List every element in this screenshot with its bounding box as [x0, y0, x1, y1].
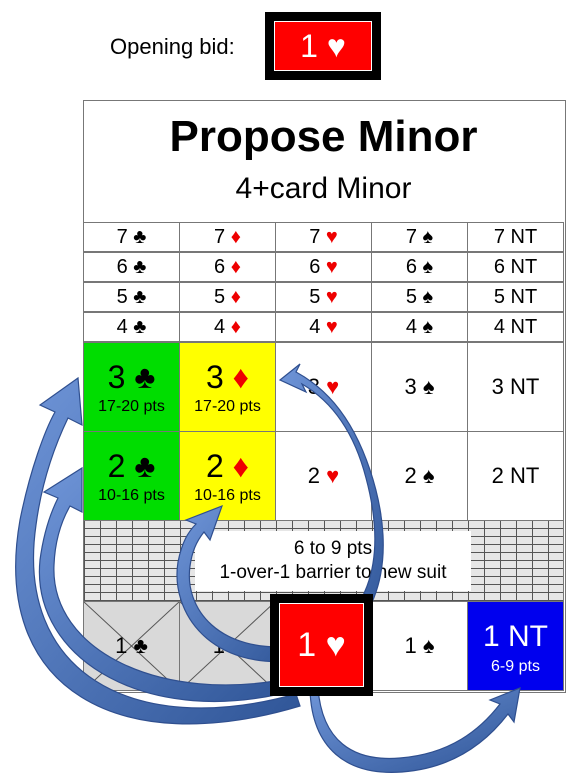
bid-2-hearts-text: 2 ♥	[307, 463, 340, 488]
opening-bid-value: 1 ♥	[274, 21, 372, 71]
bid-6-diamonds: 6 ♦	[179, 252, 276, 282]
bid-2-clubs-label: 2 ♣	[107, 448, 156, 484]
bid-3-spades: 3 ♠	[371, 342, 468, 432]
bid-1-clubs-text: 1 ♣	[115, 633, 148, 658]
bid-7-spades: 7 ♠	[371, 222, 468, 252]
opening-bid-label: Opening bid:	[110, 34, 235, 59]
bid-1-nt: 1 NT 6-9 pts	[467, 601, 564, 691]
bid-5-spades: 5 ♠	[371, 282, 468, 312]
bid-1-hearts: 1 ♥	[270, 594, 373, 696]
bid-6-diamonds-text: 6 ♦	[214, 256, 241, 278]
bid-7-clubs: 7 ♣	[83, 222, 180, 252]
bid-7-diamonds-text: 7 ♦	[214, 226, 241, 248]
bid-3-diamonds: 3 ♦ 17-20 pts	[179, 342, 276, 432]
bid-3-diamonds-pts: 17-20 pts	[194, 398, 261, 415]
bid-1-diamonds: 1 ♦	[179, 601, 276, 691]
bid-6-hearts-text: 6 ♥	[309, 256, 338, 278]
bid-2-spades: 2 ♠	[371, 431, 468, 521]
bid-7-diamonds: 7 ♦	[179, 222, 276, 252]
bid-4-diamonds-text: 4 ♦	[214, 316, 241, 338]
bid-2-nt: 2 NT	[467, 431, 564, 521]
bid-4-clubs: 4 ♣	[83, 312, 180, 342]
bid-3-clubs: 3 ♣ 17-20 pts	[83, 342, 180, 432]
bid-3-clubs-label: 3 ♣	[107, 359, 156, 395]
bid-5-diamonds: 5 ♦	[179, 282, 276, 312]
bid-7-nt: 7 NT	[467, 222, 564, 252]
bid-6-hearts: 6 ♥	[275, 252, 372, 282]
bid-5-nt: 5 NT	[467, 282, 564, 312]
bid-1-diamonds-text: 1 ♦	[212, 633, 243, 658]
bid-3-diamonds-text: 3 ♦	[205, 359, 249, 395]
bid-4-spades: 4 ♠	[371, 312, 468, 342]
barrier-line-2: 1-over-1 barrier to new suit	[219, 562, 447, 583]
bid-7-hearts-text: 7 ♥	[309, 226, 338, 248]
bid-2-diamonds-label: 2 ♦	[180, 448, 275, 485]
bid-6-nt: 6 NT	[467, 252, 564, 282]
barrier-note: 6 to 9 pts 1-over-1 barrier to new suit	[195, 531, 471, 591]
bid-2-diamonds-pts: 10-16 pts	[194, 487, 261, 504]
bid-4-nt: 4 NT	[467, 312, 564, 342]
bid-2-hearts: 2 ♥	[275, 431, 372, 521]
chart-title: Propose Minor	[169, 112, 478, 161]
bid-3-diamonds-label: 3 ♦	[180, 359, 275, 396]
bid-4-hearts: 4 ♥	[275, 312, 372, 342]
bid-6-clubs: 6 ♣	[83, 252, 180, 282]
bid-2-diamonds-text: 2 ♦	[205, 448, 249, 484]
bid-7-hearts: 7 ♥	[275, 222, 372, 252]
bid-4-hearts-text: 4 ♥	[309, 316, 338, 338]
chart-subtitle: 4+card Minor	[235, 172, 412, 205]
bid-1-clubs: 1 ♣	[83, 601, 180, 691]
bid-1-spades: 1 ♠	[371, 601, 468, 691]
arrow-to-1nt	[309, 687, 521, 773]
bid-5-clubs: 5 ♣	[83, 282, 180, 312]
bid-1-hearts-text: 1 ♥	[279, 603, 364, 687]
bid-4-diamonds: 4 ♦	[179, 312, 276, 342]
bid-6-spades: 6 ♠	[371, 252, 468, 282]
opening-bid-card: 1 ♥	[265, 12, 381, 80]
bid-2-clubs-pts: 10-16 pts	[98, 487, 165, 504]
bid-3-nt: 3 NT	[467, 342, 564, 432]
bid-1-nt-label: 1 NT	[482, 620, 548, 653]
bid-3-clubs-pts: 17-20 pts	[98, 398, 165, 415]
bid-5-hearts-text: 5 ♥	[309, 286, 338, 308]
bid-5-diamonds-text: 5 ♦	[214, 286, 241, 308]
bid-2-diamonds: 2 ♦ 10-16 pts	[179, 431, 276, 521]
barrier-line-1: 6 to 9 pts	[293, 538, 373, 559]
bid-5-hearts: 5 ♥	[275, 282, 372, 312]
bid-1-nt-pts: 6-9 pts	[491, 658, 540, 675]
bid-2-clubs: 2 ♣ 10-16 pts	[83, 431, 180, 521]
bid-3-hearts: 3 ♥	[275, 342, 372, 432]
bid-3-hearts-text: 3 ♥	[307, 374, 340, 399]
